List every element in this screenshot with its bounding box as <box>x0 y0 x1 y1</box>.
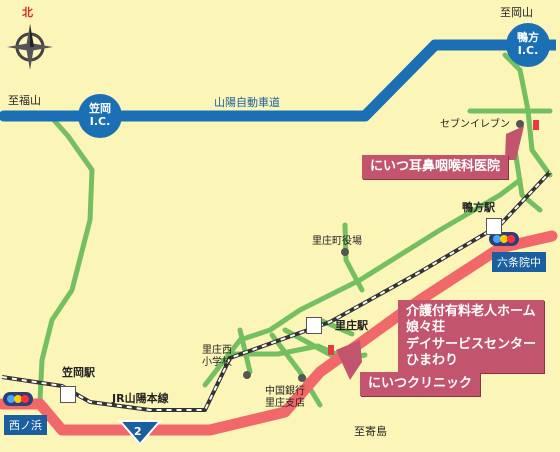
north-label: 北 <box>22 6 33 19</box>
seven-eleven-marker <box>516 120 524 128</box>
kamogata-ic-label: 鴨方 I.C. <box>517 31 539 57</box>
ent-clinic-pointer <box>505 126 524 160</box>
seven-eleven-label: セブンイレブン <box>440 119 510 130</box>
direction-okayama: 至岡山 <box>500 6 533 19</box>
signal-nishinohama-icon <box>3 392 33 406</box>
school-marker <box>243 371 251 379</box>
niitsu-clinic-callout: にいつクリニック <box>360 372 481 397</box>
bank-marker <box>298 374 306 382</box>
town-office-label: 里庄町役場 <box>312 236 362 247</box>
satosho-station-label: 里庄駅 <box>335 319 368 332</box>
kamogata-station-label: 鴨方駅 <box>462 201 495 214</box>
route-2-shield-icon <box>117 420 163 446</box>
nursing-home-callout: 介護付有料老人ホーム 娘々荘 デイサービスセンター ひまわり <box>398 300 545 373</box>
kamogata-ic-marker <box>506 23 550 67</box>
highway-name: 山陽自動車道 <box>214 96 280 109</box>
route-2-number: 2 <box>134 425 142 438</box>
jr-sanyo-line <box>1 170 552 412</box>
ent-clinic-flag-icon <box>533 120 539 130</box>
direction-fukuyama: 至福山 <box>8 94 41 107</box>
ent-clinic-callout: にいつ耳鼻咽喉科医院 <box>362 155 509 180</box>
niitsu-clinic-flag-icon <box>328 345 334 355</box>
national-route-2 <box>0 230 558 436</box>
kasaoka-station-label: 笠岡駅 <box>62 366 95 379</box>
school-label: 里庄西 小学校 <box>202 345 232 368</box>
signal-rokujoin-icon <box>489 232 519 246</box>
compass-rose-icon <box>7 24 53 70</box>
kamogata-station-marker <box>486 218 502 235</box>
niitsu-clinic-pointer <box>336 340 362 380</box>
satosho-station-marker <box>306 317 322 334</box>
kasaoka-station-marker <box>60 386 76 403</box>
railway-name: JR山陽本線 <box>112 392 169 405</box>
kasaoka-ic-marker <box>78 94 122 138</box>
nishinohama-signal-label: 西ノ浜 <box>4 415 47 435</box>
direction-satoshoto: 至寄島 <box>354 425 387 438</box>
kasaoka-ic-label: 笠岡 I.C. <box>89 102 111 128</box>
bank-label: 中国銀行 里庄支店 <box>265 386 305 409</box>
town-office-marker <box>341 248 349 256</box>
rokujoin-signal-label: 六条院中 <box>492 252 546 272</box>
